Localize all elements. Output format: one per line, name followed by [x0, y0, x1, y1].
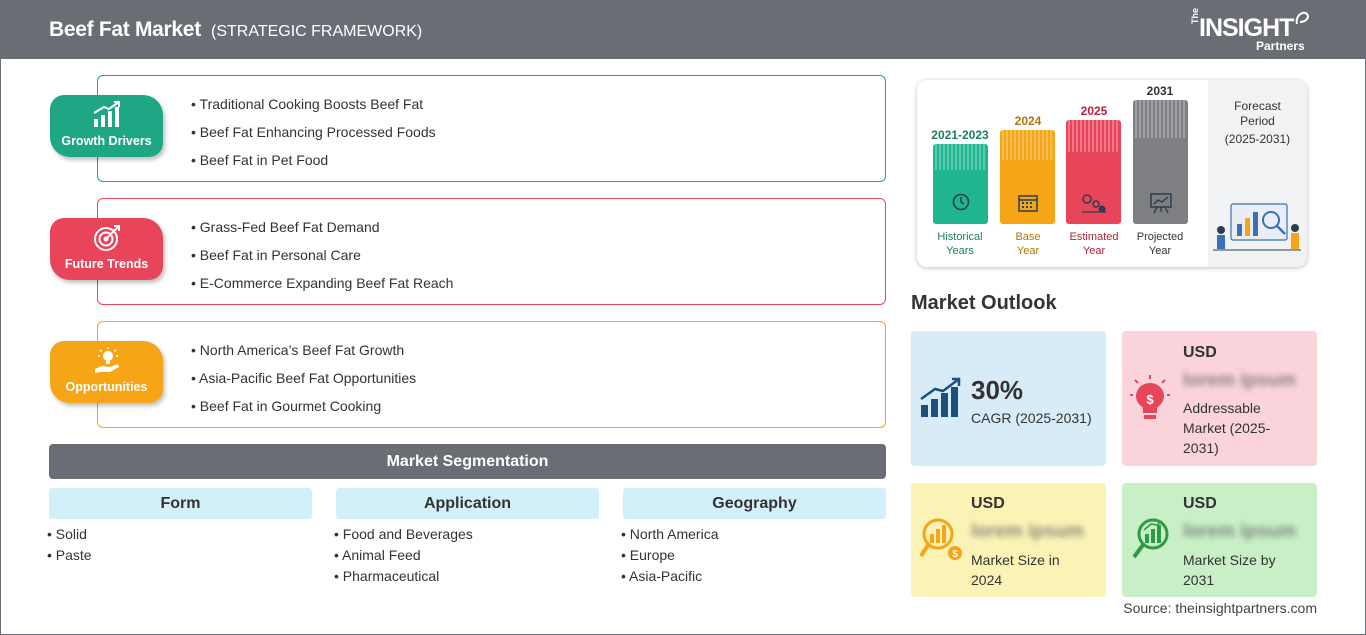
- list-item: Animal Feed: [334, 545, 473, 566]
- opportunities-badge: Opportunities: [50, 341, 163, 403]
- svg-text:$: $: [952, 549, 958, 560]
- list-item: Beef Fat Enhancing Processed Foods: [191, 124, 436, 152]
- segment-head-form: Form: [49, 488, 312, 519]
- forecast-label: Period: [1240, 114, 1275, 128]
- list-item: Beef Fat in Gourmet Cooking: [191, 398, 416, 426]
- timeline-bar-base: [1000, 130, 1055, 224]
- forecast-label: Forecast: [1234, 99, 1281, 113]
- timeline-year: 2031: [1146, 84, 1174, 98]
- growth-drivers-panel: Traditional Cooking Boosts Beef Fat Beef…: [97, 75, 886, 182]
- forecast-range: (2025-2031): [1224, 132, 1291, 146]
- blurred-value: lorem ipsum: [1183, 521, 1296, 542]
- segment-list-form: Solid Paste: [47, 524, 92, 566]
- market-segmentation-bar: Market Segmentation: [49, 444, 886, 479]
- bar-stripes: [1068, 120, 1118, 152]
- list-item: Solid: [47, 524, 92, 545]
- cagr-card: 30% CAGR (2025-2031): [911, 331, 1106, 466]
- blurred-value: lorem ipsum: [1183, 370, 1296, 391]
- calendar-icon: [1018, 195, 1038, 212]
- magnifier-growth-icon: [1132, 518, 1169, 559]
- header-bar: Beef Fat Market (STRATEGIC FRAMEWORK) Th…: [0, 0, 1366, 59]
- growth-drivers-list: Traditional Cooking Boosts Beef Fat Beef…: [191, 96, 436, 180]
- market-outlook-title: Market Outlook: [911, 292, 1057, 314]
- badge-label: Opportunities: [65, 380, 148, 394]
- opportunities-panel: North America’s Beef Fat Growth Asia-Pac…: [97, 321, 886, 428]
- future-trends-list: Grass-Fed Beef Fat Demand Beef Fat in Pe…: [191, 219, 454, 303]
- list-item: E-Commerce Expanding Beef Fat Reach: [191, 275, 454, 303]
- growth-drivers-badge: Growth Drivers: [50, 95, 163, 157]
- segment-head-application: Application: [336, 488, 599, 519]
- logo-swoosh-icon: [1295, 11, 1309, 25]
- future-trends-badge: Future Trends: [50, 218, 163, 280]
- list-item: Beef Fat in Personal Care: [191, 247, 453, 275]
- source-credit: Source: theinsightpartners.com: [1123, 600, 1317, 616]
- timeline-year: 2025: [1080, 104, 1108, 118]
- target-icon: [94, 225, 120, 251]
- history-clock-icon: [952, 193, 970, 211]
- bar-stripes: [1002, 130, 1052, 160]
- segment-list-application: Food and Beverages Animal Feed Pharmaceu…: [334, 524, 473, 587]
- magnifier-chart-icon: $: [919, 518, 962, 560]
- segment-list-geography: North America Europe Asia-Pacific: [621, 524, 719, 587]
- bar-growth-icon: [920, 377, 961, 417]
- svg-text:$: $: [1146, 392, 1154, 407]
- list-item: Asia-Pacific: [621, 566, 719, 587]
- list-item: Pharmaceutical: [334, 566, 473, 587]
- usd-label: USD: [1183, 495, 1217, 512]
- blurred-value: lorem ipsum: [971, 521, 1084, 542]
- list-item: Grass-Fed Beef Fat Demand: [191, 219, 453, 247]
- list-item: North America’s Beef Fat Growth: [191, 342, 416, 370]
- lightbulb-dollar-icon: $: [1130, 375, 1170, 419]
- badge-label: Future Trends: [64, 257, 149, 271]
- list-item: Beef Fat in Pet Food: [191, 152, 436, 180]
- list-item: Traditional Cooking Boosts Beef Fat: [191, 96, 436, 124]
- list-item: Asia-Pacific Beef Fat Opportunities: [191, 370, 416, 398]
- opportunities-list: North America’s Beef Fat Growth Asia-Pac…: [191, 342, 416, 426]
- timeline-year: 2021-2023: [931, 128, 989, 142]
- future-trends-panel: Grass-Fed Beef Fat Demand Beef Fat in Pe…: [97, 198, 886, 305]
- cagr-value: 30%: [971, 375, 1024, 405]
- hand-lightbulb-icon: [95, 347, 119, 373]
- list-item: Food and Beverages: [334, 524, 473, 545]
- page-subtitle: (STRATEGIC FRAMEWORK): [211, 23, 423, 40]
- estimation-gears-icon: [1082, 194, 1106, 213]
- usd-label: USD: [1183, 344, 1217, 361]
- list-item: Paste: [47, 545, 92, 566]
- timeline-year: 2024: [1014, 114, 1042, 128]
- bar-growth-icon: [93, 101, 120, 127]
- usd-label: USD: [971, 495, 1005, 512]
- segment-head-geography: Geography: [623, 488, 886, 519]
- timeline-bar-projected: [1133, 100, 1188, 224]
- list-item: North America: [621, 524, 719, 545]
- cagr-label: CAGR (2025-2031): [971, 410, 1092, 426]
- presentation-board-icon: [1150, 193, 1172, 214]
- list-item: Europe: [621, 545, 719, 566]
- timeline-bar-estimated: [1066, 120, 1121, 224]
- bar-stripes: [1135, 100, 1185, 138]
- analytics-people-icon: [1213, 203, 1301, 251]
- insight-partners-logo: The INSIGHT Partners: [1190, 8, 1320, 54]
- timeline-bar-historical: [933, 144, 988, 224]
- page-title: Beef Fat Market: [49, 18, 201, 41]
- bar-stripes: [935, 144, 985, 170]
- badge-label: Growth Drivers: [61, 134, 152, 148]
